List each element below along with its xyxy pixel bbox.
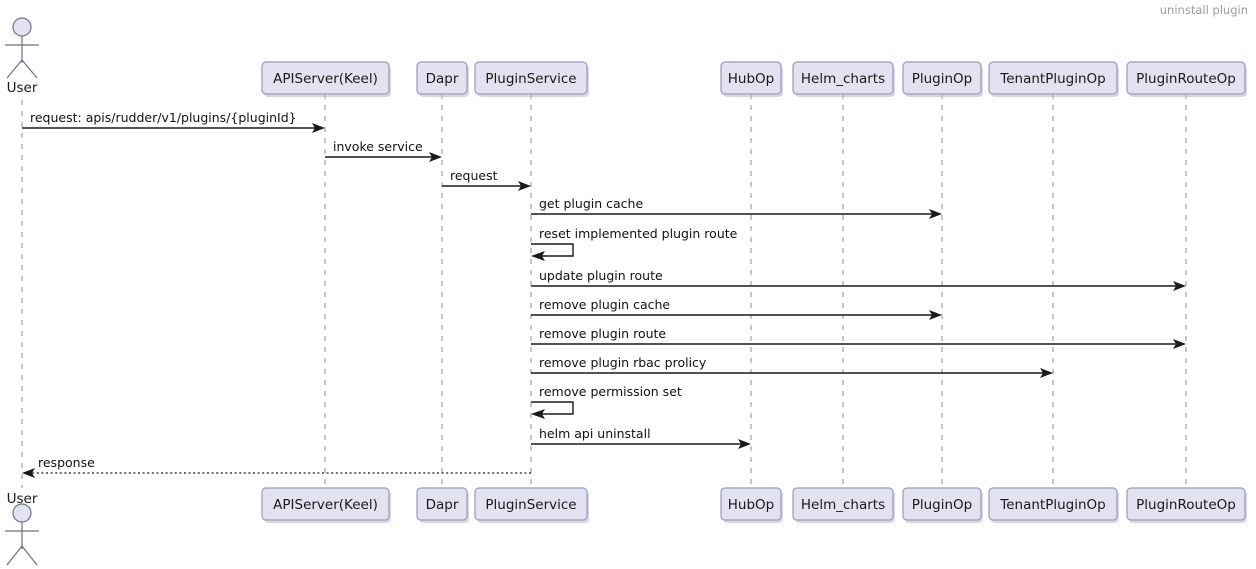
arrow-head-icon (929, 209, 942, 219)
participant-box-api-bottom[interactable]: APIServer(Keel) (261, 487, 391, 523)
message-label: helm api uninstall (539, 426, 651, 441)
message-request[interactable]: request (442, 168, 531, 191)
message-label: remove permission set (539, 384, 682, 399)
message-label: remove plugin rbac prolicy (539, 355, 707, 370)
actor-left-leg-line (6, 545, 23, 566)
message-label: reset implemented plugin route (539, 226, 738, 241)
participant-box-plop-bottom[interactable]: PluginOp (902, 487, 983, 523)
lifelines-group (21, 94, 1187, 488)
participant-label-hub: HubOp (728, 71, 774, 87)
participant-label-tplop: TenantPluginOp (999, 71, 1105, 87)
participant-label-api: APIServer(Keel) (273, 497, 378, 513)
participant-label-prop: PluginRouteOp (1136, 71, 1236, 87)
actor-user-bottom[interactable]: User (5, 491, 39, 566)
message-label: request: apis/rudder/v1/plugins/{pluginI… (30, 110, 297, 125)
actor-right-leg-line (21, 59, 38, 79)
actor-left-leg-line (6, 59, 23, 79)
participant-label-plop: PluginOp (912, 71, 973, 87)
participant-box-tplop-bottom[interactable]: TenantPluginOp (988, 487, 1119, 523)
self-message-loop (531, 243, 574, 257)
participant-label-helm: Helm_charts (801, 71, 885, 87)
message-label: remove plugin cache (539, 297, 670, 312)
actor-head-icon (12, 503, 32, 523)
arrow-head-icon (518, 181, 531, 191)
participant-box-psvc-top[interactable]: PluginService (474, 61, 589, 97)
arrow-head-icon (531, 251, 545, 261)
message-label: get plugin cache (539, 196, 643, 211)
actor-label-user-top: User (7, 80, 38, 96)
arrow-head-icon (429, 152, 442, 162)
actor-user-top[interactable]: User (5, 17, 39, 96)
message-label: update plugin route (539, 268, 663, 283)
participant-label-hub: HubOp (728, 497, 774, 513)
participant-box-psvc-bottom[interactable]: PluginService (474, 487, 589, 523)
message-get-plugin-cache[interactable]: get plugin cache (531, 196, 942, 219)
diagram-title: uninstall plugin (1160, 3, 1248, 17)
participant-box-helm-top[interactable]: Helm_charts (792, 61, 895, 97)
message-request-plugin-id[interactable]: request: apis/rudder/v1/plugins/{pluginI… (22, 110, 325, 133)
message-invoke-service[interactable]: invoke service (325, 139, 442, 162)
messages-group: request: apis/rudder/v1/plugins/{pluginI… (22, 110, 1186, 478)
participant-label-helm: Helm_charts (801, 497, 885, 513)
participant-label-psvc: PluginService (485, 71, 576, 87)
participant-boxes-top: APIServer(Keel) Dapr PluginService HubOp (261, 61, 1247, 97)
participant-box-plop-top[interactable]: PluginOp (902, 61, 983, 97)
participant-box-hub-bottom[interactable]: HubOp (720, 487, 783, 523)
participant-label-dapr: Dapr (426, 71, 459, 87)
actor-right-leg-line (21, 545, 38, 566)
message-label: response (38, 455, 95, 470)
message-remove-plugin-route[interactable]: remove plugin route (531, 326, 1186, 349)
message-remove-plugin-rbac-prolicy[interactable]: remove plugin rbac prolicy (531, 355, 1053, 378)
message-response[interactable]: response (22, 455, 531, 478)
arrow-head-icon (738, 439, 751, 449)
participant-label-prop: PluginRouteOp (1136, 497, 1236, 513)
arrow-head-icon (1173, 339, 1186, 349)
arrow-head-icon (22, 468, 35, 478)
participant-boxes-bottom: APIServer(Keel) Dapr PluginService HubOp (261, 487, 1247, 523)
participant-label-tplop: TenantPluginOp (999, 497, 1105, 513)
actor-label-user-bottom: User (7, 491, 38, 507)
arrow-head-icon (929, 310, 942, 320)
participant-label-dapr: Dapr (426, 497, 459, 513)
message-label: invoke service (333, 139, 423, 154)
message-remove-permission-set[interactable]: remove permission set (531, 384, 682, 419)
participant-box-api-top[interactable]: APIServer(Keel) (261, 61, 391, 97)
participant-label-psvc: PluginService (485, 497, 576, 513)
arrow-head-icon (312, 123, 325, 133)
message-label: remove plugin route (539, 326, 666, 341)
participant-label-plop: PluginOp (912, 497, 973, 513)
participant-box-hub-top[interactable]: HubOp (720, 61, 783, 97)
message-label: request (450, 168, 498, 183)
participant-box-dapr-bottom[interactable]: Dapr (416, 487, 469, 523)
message-remove-plugin-cache[interactable]: remove plugin cache (531, 297, 942, 320)
participant-box-prop-bottom[interactable]: PluginRouteOp (1126, 487, 1247, 523)
actor-head-icon (12, 17, 32, 37)
message-reset-implemented-plugin-route[interactable]: reset implemented plugin route (531, 226, 738, 261)
message-update-plugin-route[interactable]: update plugin route (531, 268, 1186, 291)
participant-box-helm-bottom[interactable]: Helm_charts (792, 487, 895, 523)
participant-box-prop-top[interactable]: PluginRouteOp (1126, 61, 1247, 97)
arrow-head-icon (1040, 368, 1053, 378)
participant-box-dapr-top[interactable]: Dapr (416, 61, 469, 97)
message-helm-api-uninstall[interactable]: helm api uninstall (531, 426, 751, 449)
self-message-loop (531, 401, 574, 415)
participant-box-tplop-top[interactable]: TenantPluginOp (988, 61, 1119, 97)
participant-label-api: APIServer(Keel) (273, 71, 378, 87)
arrow-head-icon (531, 409, 545, 419)
arrow-head-icon (1173, 281, 1186, 291)
